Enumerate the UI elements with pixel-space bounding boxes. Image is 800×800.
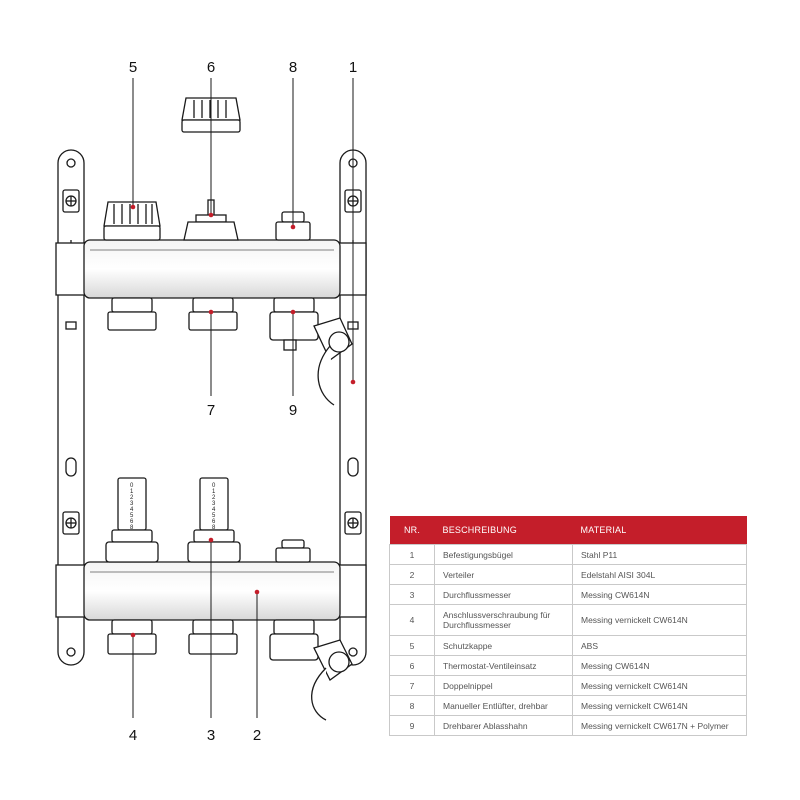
scale-tick: 1 bbox=[130, 489, 134, 495]
header-nr: NR. bbox=[389, 516, 435, 545]
scale-tick: 2 bbox=[130, 495, 134, 501]
parts-table: NR. BESCHREIBUNG MATERIAL 1 Befestigungs… bbox=[389, 516, 747, 736]
header-description: BESCHREIBUNG bbox=[434, 516, 573, 545]
table-header-row: NR. BESCHREIBUNG MATERIAL bbox=[389, 516, 747, 545]
drain-cock-bottom bbox=[269, 619, 353, 721]
table-row: 3 Durchflussmesser Messing CW614N bbox=[389, 584, 747, 605]
connection-fitting-2 bbox=[188, 619, 238, 655]
table-row: 5 Schutzkappe ABS bbox=[389, 635, 747, 656]
row-material: Messing CW614N bbox=[572, 655, 747, 676]
table-row: 7 Doppelnippel Messing vernickelt CW614N bbox=[389, 675, 747, 696]
scale-tick: 2 bbox=[212, 495, 216, 501]
row-description: Durchflussmesser bbox=[434, 584, 573, 605]
callout-8: 8 bbox=[289, 59, 297, 76]
scale-tick: 3 bbox=[130, 501, 134, 507]
row-description: Thermostat-Ventileinsatz bbox=[434, 655, 573, 676]
bottom-manifold-bar bbox=[55, 561, 367, 621]
flowmeter-1-scale: 0 1 2 3 4 5 6 8 bbox=[130, 483, 134, 531]
row-material: Messing vernickelt CW614N bbox=[572, 695, 747, 716]
double-nipple-1 bbox=[107, 297, 157, 331]
row-material: Stahl P11 bbox=[572, 544, 747, 565]
callout-4: 4 bbox=[129, 727, 137, 744]
row-description: Manueller Entlüfter, drehbar bbox=[434, 695, 573, 716]
spare-cap bbox=[181, 97, 241, 133]
row-nr: 5 bbox=[389, 635, 435, 656]
row-nr: 1 bbox=[389, 544, 435, 565]
screw-icons bbox=[65, 195, 359, 529]
scale-tick: 0 bbox=[130, 483, 134, 489]
table-row: 8 Manueller Entlüfter, drehbar Messing v… bbox=[389, 695, 747, 716]
row-nr: 3 bbox=[389, 584, 435, 605]
scale-tick: 6 bbox=[130, 519, 134, 525]
callout-5: 5 bbox=[129, 59, 137, 76]
row-nr: 8 bbox=[389, 695, 435, 716]
scale-tick: 1 bbox=[212, 489, 216, 495]
table-row: 9 Drehbarer Ablasshahn Messing vernickel… bbox=[389, 715, 747, 736]
scale-tick: 5 bbox=[130, 513, 134, 519]
row-nr: 7 bbox=[389, 675, 435, 696]
flowmeter-2 bbox=[187, 477, 241, 563]
header-material: MATERIAL bbox=[572, 516, 747, 545]
scale-tick: 3 bbox=[212, 501, 216, 507]
row-nr: 6 bbox=[389, 655, 435, 676]
table-row: 1 Befestigungsbügel Stahl P11 bbox=[389, 544, 747, 565]
row-material: Messing vernickelt CW617N + Polymer bbox=[572, 715, 747, 736]
row-description: Drehbarer Ablasshahn bbox=[434, 715, 573, 736]
row-description: Verteiler bbox=[434, 564, 573, 585]
leader-dots bbox=[130, 204, 356, 638]
table-row: 4 Anschlussverschraubung für Durchflussm… bbox=[389, 604, 747, 636]
row-material: Messing vernickelt CW614N bbox=[572, 604, 747, 636]
scale-tick: 5 bbox=[212, 513, 216, 519]
scale-tick: 0 bbox=[212, 483, 216, 489]
callout-9: 9 bbox=[289, 402, 297, 419]
flowmeter-1 bbox=[105, 477, 159, 563]
callout-1: 1 bbox=[349, 59, 357, 76]
table-row: 6 Thermostat-Ventileinsatz Messing CW614… bbox=[389, 655, 747, 676]
callout-6: 6 bbox=[207, 59, 215, 76]
scale-tick: 6 bbox=[212, 519, 216, 525]
scale-tick: 8 bbox=[130, 525, 134, 531]
row-nr: 2 bbox=[389, 564, 435, 585]
top-manifold-bar bbox=[55, 239, 367, 299]
flowmeter-2-scale: 0 1 2 3 4 5 6 8 bbox=[212, 483, 216, 531]
callout-3: 3 bbox=[207, 727, 215, 744]
row-description: Doppelnippel bbox=[434, 675, 573, 696]
table-row: 2 Verteiler Edelstahl AISI 304L bbox=[389, 564, 747, 585]
scale-tick: 8 bbox=[212, 525, 216, 531]
row-nr: 9 bbox=[389, 715, 435, 736]
row-material: Edelstahl AISI 304L bbox=[572, 564, 747, 585]
protective-cap bbox=[103, 201, 161, 241]
scale-tick: 4 bbox=[212, 507, 216, 513]
row-material: ABS bbox=[572, 635, 747, 656]
row-nr: 4 bbox=[389, 604, 435, 636]
row-description: Schutzkappe bbox=[434, 635, 573, 656]
manual-air-vent-bottom bbox=[275, 539, 311, 563]
callout-7: 7 bbox=[207, 402, 215, 419]
row-description: Befestigungsbügel bbox=[434, 544, 573, 565]
double-nipple-2 bbox=[188, 297, 238, 331]
drain-cock-top bbox=[269, 297, 353, 406]
scale-tick: 4 bbox=[130, 507, 134, 513]
row-material: Messing vernickelt CW614N bbox=[572, 675, 747, 696]
row-material: Messing CW614N bbox=[572, 584, 747, 605]
callout-2: 2 bbox=[253, 727, 261, 744]
leader-lines bbox=[132, 78, 354, 718]
row-description: Anschlussverschraubung für Durchflussmes… bbox=[434, 604, 573, 636]
